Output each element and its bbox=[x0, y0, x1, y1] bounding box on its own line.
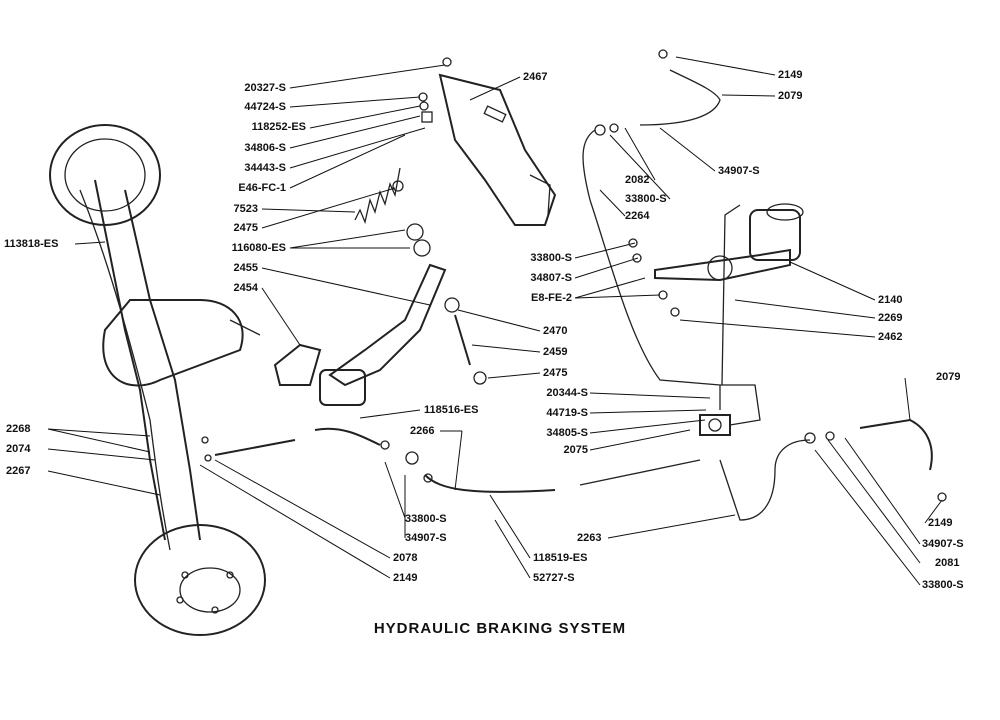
label-34806-s: 34806-S bbox=[244, 142, 286, 154]
label-2075: 2075 bbox=[563, 444, 588, 456]
master-cylinder bbox=[654, 203, 804, 282]
label-118252-es: 118252-ES bbox=[251, 121, 306, 133]
label-2475-bottom: 2475 bbox=[543, 367, 568, 379]
label-2079-top: 2079 bbox=[778, 90, 803, 102]
label-34907-s-top: 34907-S bbox=[718, 165, 760, 177]
label-2149-right: 2149 bbox=[928, 517, 953, 529]
label-2149-left: 2149 bbox=[393, 572, 418, 584]
pipe-2266-b bbox=[424, 474, 556, 493]
label-2267: 2267 bbox=[6, 465, 31, 477]
junction-block bbox=[699, 384, 761, 436]
brake-pedal bbox=[273, 263, 447, 406]
label-33800-s-right: 33800-S bbox=[922, 579, 964, 591]
label-2475-top: 2475 bbox=[233, 222, 258, 234]
label-2081: 2081 bbox=[935, 557, 960, 569]
small-parts bbox=[201, 49, 947, 502]
label-20344-s: 20344-S bbox=[546, 387, 588, 399]
label-113818-es: 113818-ES bbox=[4, 238, 59, 250]
label-33800-s-mid: 33800-S bbox=[530, 252, 572, 264]
leader-lines bbox=[47, 56, 943, 586]
pipe-2075 bbox=[579, 459, 701, 486]
label-2079-right: 2079 bbox=[936, 371, 961, 383]
label-2470: 2470 bbox=[543, 325, 568, 337]
rear-brake-pipe bbox=[79, 189, 171, 551]
label-2467: 2467 bbox=[523, 71, 548, 83]
pipe-2269 bbox=[721, 204, 741, 386]
label-2454: 2454 bbox=[233, 282, 258, 294]
label-2149-top: 2149 bbox=[778, 69, 803, 81]
label-2264: 2264 bbox=[625, 210, 650, 222]
pedal-bracket bbox=[438, 73, 557, 226]
label-2455: 2455 bbox=[233, 262, 258, 274]
label-116080-es: 116080-ES bbox=[231, 242, 286, 254]
pushrod bbox=[454, 314, 471, 366]
label-e8-fe-2: E8-FE-2 bbox=[531, 292, 572, 304]
label-2140: 2140 bbox=[878, 294, 903, 306]
label-2082: 2082 bbox=[625, 174, 650, 186]
return-spring bbox=[354, 167, 401, 225]
label-118519-es: 118519-ES bbox=[533, 552, 588, 564]
rear-axle-housing bbox=[49, 124, 266, 636]
label-34805-s: 34805-S bbox=[546, 427, 588, 439]
label-44719-s: 44719-S bbox=[546, 407, 588, 419]
label-2269: 2269 bbox=[878, 312, 903, 324]
pipe-2079-right bbox=[859, 418, 933, 471]
label-7523: 7523 bbox=[233, 203, 258, 215]
label-34807-s: 34807-S bbox=[530, 272, 572, 284]
pipe-2266 bbox=[314, 427, 381, 446]
pipe-2078 bbox=[214, 439, 296, 456]
label-34907-s-right: 34907-S bbox=[922, 538, 964, 550]
label-33800-s-top: 33800-S bbox=[625, 193, 667, 205]
label-33800-s-left: 33800-S bbox=[405, 513, 447, 525]
label-2074: 2074 bbox=[6, 443, 31, 455]
label-2462: 2462 bbox=[878, 331, 903, 343]
diagram-title: HYDRAULIC BRAKING SYSTEM bbox=[373, 620, 627, 637]
front-pipe-2264 bbox=[582, 129, 721, 386]
label-2266: 2266 bbox=[410, 425, 435, 437]
label-2263: 2263 bbox=[577, 532, 602, 544]
pipe-2079-top bbox=[639, 69, 721, 126]
label-118516-es: 118516-ES bbox=[424, 404, 479, 416]
label-2078: 2078 bbox=[393, 552, 418, 564]
label-34443-s: 34443-S bbox=[244, 162, 286, 174]
label-e46-fc-1: E46-FC-1 bbox=[238, 182, 286, 194]
label-20327-s: 20327-S bbox=[244, 82, 286, 94]
pipe-2263 bbox=[719, 439, 811, 521]
label-2459: 2459 bbox=[543, 346, 568, 358]
label-34907-s-left: 34907-S bbox=[405, 532, 447, 544]
label-52727-s: 52727-S bbox=[533, 572, 575, 584]
label-44724-s: 44724-S bbox=[244, 101, 286, 113]
label-2268: 2268 bbox=[6, 423, 31, 435]
